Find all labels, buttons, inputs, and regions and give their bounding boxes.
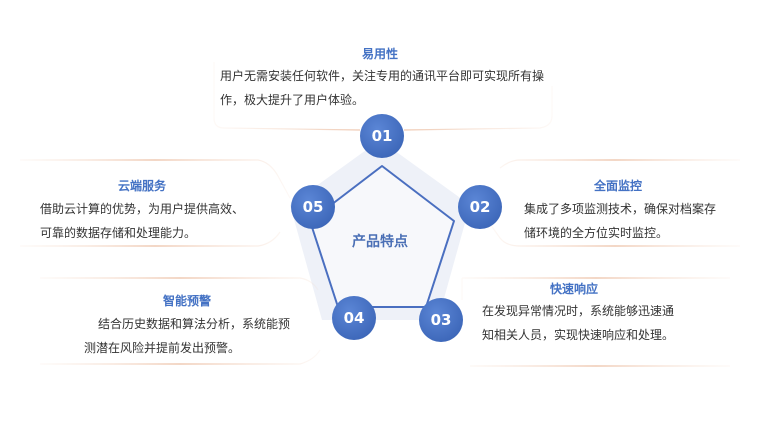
feature-title-03: 快速响应 — [550, 282, 599, 296]
card-outline-03 — [461, 277, 730, 367]
feature-text-02: 集成了多项监测技术，确保对档案存储环境的全方位实时监控。 — [524, 202, 717, 240]
node-number-02: 02 — [469, 198, 491, 216]
node-circle-02 — [458, 185, 502, 229]
card-outline-02 — [489, 159, 740, 247]
node-circle-03 — [419, 298, 463, 342]
feature-title-04: 智能预警 — [163, 294, 212, 308]
node-circle-01 — [360, 114, 404, 158]
center-label: 产品特点 — [352, 234, 408, 250]
node-number-04: 04 — [343, 309, 365, 327]
feature-title-02: 全面监控 — [594, 179, 643, 193]
node-number-03: 03 — [430, 311, 452, 329]
feature-title-01: 易用性 — [362, 47, 399, 61]
node-number-01: 01 — [371, 127, 393, 145]
feature-text-01: 用户无需安装任何软件，关注专用的通讯平台即可实现所有操作，极大提升了用户体验。 — [220, 69, 545, 107]
card-outline-01 — [213, 62, 553, 131]
feature-text-03: 在发现异常情况时，系统能够迅速通知相关人员，实现快速响应和处理。 — [482, 304, 675, 342]
feature-title-05: 云端服务 — [118, 179, 167, 193]
card-outline-04 — [40, 277, 321, 365]
feature-text-04: 结合历史数据和算法分析，系统能预测潜在风险并提前发出预警。 — [84, 317, 291, 355]
node-circle-05 — [291, 185, 335, 229]
node-circle-04 — [332, 296, 376, 340]
card-outline-05 — [20, 159, 291, 247]
node-number-05: 05 — [302, 198, 324, 216]
feature-text-05: 借助云计算的优势，为用户提供高效、可靠的数据存储和处理能力。 — [40, 202, 245, 240]
